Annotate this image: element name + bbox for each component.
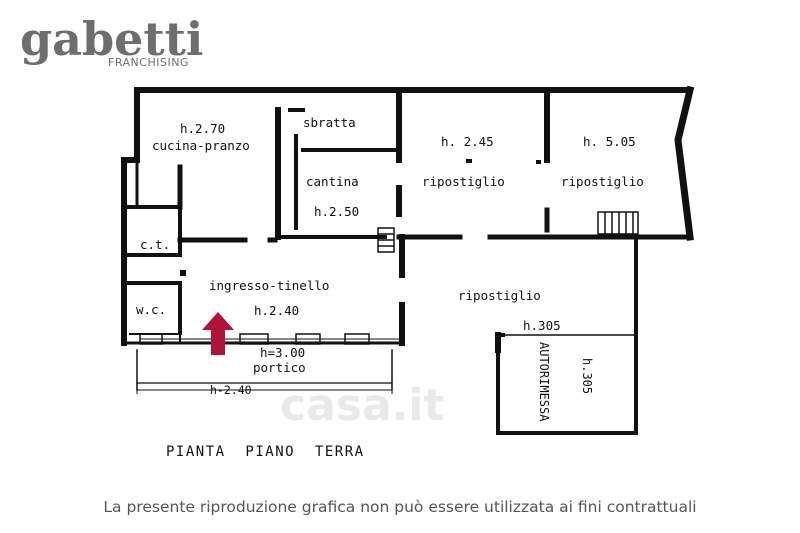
label-ct: c.t. — [140, 237, 170, 252]
label-rip2-height: h. 5.05 — [583, 134, 636, 149]
watermark: casa.it — [280, 380, 444, 431]
label-dimension-height: h-2.40 — [210, 383, 252, 397]
portico-glazing — [139, 333, 400, 345]
label-rip1-height: h. 2.45 — [441, 134, 494, 149]
label-portico-height: h=3.00 — [260, 345, 305, 360]
label-portico: portico — [253, 360, 306, 375]
label-cantina-height: h.2.50 — [314, 204, 359, 219]
label-sbratta: sbratta — [303, 115, 356, 130]
door-marks — [180, 159, 541, 276]
label-cucina-height: h.2.70 — [180, 121, 225, 136]
label-garage-height-vertical: h.305 — [580, 358, 594, 394]
staircase — [377, 211, 639, 253]
gabetti-logo: gabetti FRANCHISING — [20, 12, 203, 69]
label-rip3-height: h.305 — [523, 318, 561, 333]
plan-title: PIANTA PIANO TERRA — [166, 444, 365, 460]
logo-wordmark: gabetti — [20, 12, 203, 66]
label-cantina: cantina — [306, 174, 359, 189]
entrance-arrow-icon — [202, 312, 234, 355]
walls — [121, 85, 695, 435]
disclaimer-text: La presente riproduzione grafica non può… — [103, 498, 697, 516]
label-ingresso: ingresso-tinello — [209, 278, 329, 293]
logo-tagline: FRANCHISING — [108, 56, 189, 69]
label-rip1: ripostiglio — [422, 174, 505, 189]
label-rip3: ripostiglio — [458, 288, 541, 303]
label-ingresso-height: h.2.40 — [254, 303, 299, 318]
label-garage-vertical: AUTORIMESSA — [537, 342, 551, 422]
label-wc: w.c. — [136, 302, 166, 317]
dimension-line — [136, 386, 393, 394]
label-cucina: cucina-pranzo — [152, 138, 250, 153]
label-rip2: ripostiglio — [561, 174, 644, 189]
